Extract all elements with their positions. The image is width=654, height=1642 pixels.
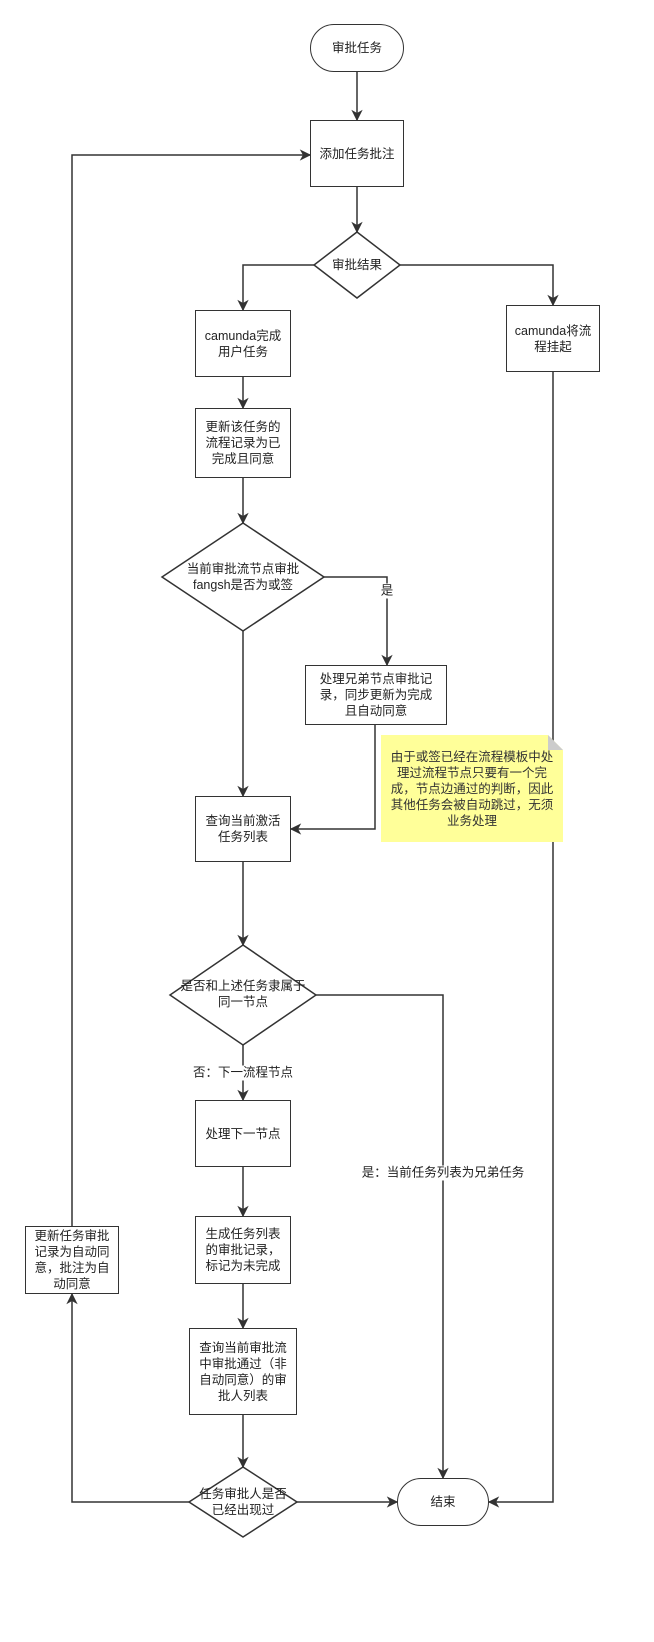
edge-or-sign-yes-to-handle-siblings-arrowhead [381,654,393,667]
edge-approver-seen-yes-to-auto-approve-arrowhead [66,1292,78,1305]
query-approvers-label: 查询当前审批流中审批通过（非自动同意）的审批人列表 [199,1340,287,1403]
query-active-tasks-label: 查询当前激活任务列表 [205,814,281,844]
edge-add-comment-to-approval-result-arrowhead [351,221,363,234]
edge-auto-approve-to-add-comment [71,154,310,1226]
camunda-complete-node: camunda完成用户任务 [195,310,291,377]
edge-or-sign-yes-to-handle-siblings [324,576,388,665]
camunda-complete-label: camunda完成用户任务 [204,328,282,359]
edge-camunda-complete-to-update-record-arrowhead [237,397,249,410]
edge-update-record-to-or-sign-check-arrowhead [237,512,249,525]
edge-query-approvers-to-approver-seen-check-arrowhead [237,1456,249,1469]
edge-approval-result-to-camunda-suspend [400,264,554,305]
edge-or-sign-no-to-query-active-tasks-arrowhead [237,785,249,798]
approval-result-diamond [312,231,402,299]
same-node-check-label: 是否和上述任务隶属于同一节点 [180,979,306,1009]
note-folded-corner [548,735,563,750]
edge-approval-result-to-camunda-suspend-arrowhead [547,294,559,307]
edge-same-node-yes-to-end [316,994,444,1478]
update-record-label: 更新该任务的流程记录为已完成且同意 [205,420,281,466]
add-comment-node: 添加任务批注 [310,120,404,187]
approver-seen-check-diamond [187,1466,299,1538]
add-comment-label: 添加任务批注 [319,146,395,161]
end-node: 结束 [397,1478,489,1526]
edge-camunda-suspend-to-end-arrowhead [487,1496,500,1508]
auto-approve-node: 更新任务审批记录为自动同意，批注为自动同意 [25,1226,119,1294]
camunda-suspend-label: camunda将流程挂起 [514,323,592,354]
edge-start-to-add-comment-arrowhead [351,109,363,122]
or-sign-check-label: 当前审批流节点审批fangsh是否为或签 [186,562,300,592]
edge-approval-result-to-camunda-complete [242,264,314,310]
handle-next-node-label: 处理下一节点 [205,1126,281,1141]
edge-approver-seen-yes-to-auto-approve [71,1294,189,1503]
query-approvers-node: 查询当前审批流中审批通过（非自动同意）的审批人列表 [189,1328,297,1415]
approval-result-label: 审批结果 [331,258,382,272]
generate-records-label: 生成任务列表的审批记录，标记为未完成 [205,1227,281,1273]
edge-approval-result-to-camunda-complete-arrowhead [237,299,249,312]
approver-seen-check-label: 任务审批人是否已经出现过 [199,1487,287,1517]
start-node: 审批任务 [310,24,404,72]
edge-label-same-node-no: 否：下一流程节点 [191,1065,295,1081]
edge-auto-approve-to-add-comment-arrowhead [299,149,312,161]
update-record-node: 更新该任务的流程记录为已完成且同意 [195,408,291,478]
edge-label-same-node-yes: 是：当前任务列表为兄弟任务 [360,1165,526,1181]
start-node-label: 审批任务 [331,41,382,55]
handle-next-node-node: 处理下一节点 [195,1100,291,1167]
decision-shapes [160,231,402,1538]
edge-query-active-tasks-to-same-node-check-arrowhead [237,934,249,947]
generate-records-node: 生成任务列表的审批记录，标记为未完成 [195,1216,291,1284]
handle-siblings-label: 处理兄弟节点审批记录，同步更新为完成且自动同意 [319,672,433,718]
edge-handle-siblings-to-query-active-tasks-arrowhead [289,823,302,835]
handle-siblings-node: 处理兄弟节点审批记录，同步更新为完成且自动同意 [305,665,447,725]
edge-same-node-yes-to-end-arrowhead [437,1467,449,1480]
edge-generate-records-to-query-approvers-arrowhead [237,1317,249,1330]
note-shape [381,735,563,842]
edge-handle-next-node-to-generate-records-arrowhead [237,1205,249,1218]
query-active-tasks-node: 查询当前激活任务列表 [195,796,291,862]
camunda-suspend-node: camunda将流程挂起 [506,305,600,372]
edge-approver-seen-no-to-end-arrowhead [386,1496,399,1508]
auto-approve-label: 更新任务审批记录为自动同意，批注为自动同意 [34,1229,110,1291]
edge-same-node-no-to-handle-next-node-arrowhead [237,1089,249,1102]
annotation-note [381,735,563,842]
edge-handle-siblings-to-query-active-tasks [291,725,376,830]
end-node-label: 结束 [430,1495,456,1509]
edge-label-or-sign-yes: 是 [379,583,395,599]
note-text: 由于或签已经在流程模板中处理过流程节点只要有一个完成，节点边通过的判断，因此其他… [390,749,554,828]
edge-camunda-suspend-to-end [489,372,554,1503]
